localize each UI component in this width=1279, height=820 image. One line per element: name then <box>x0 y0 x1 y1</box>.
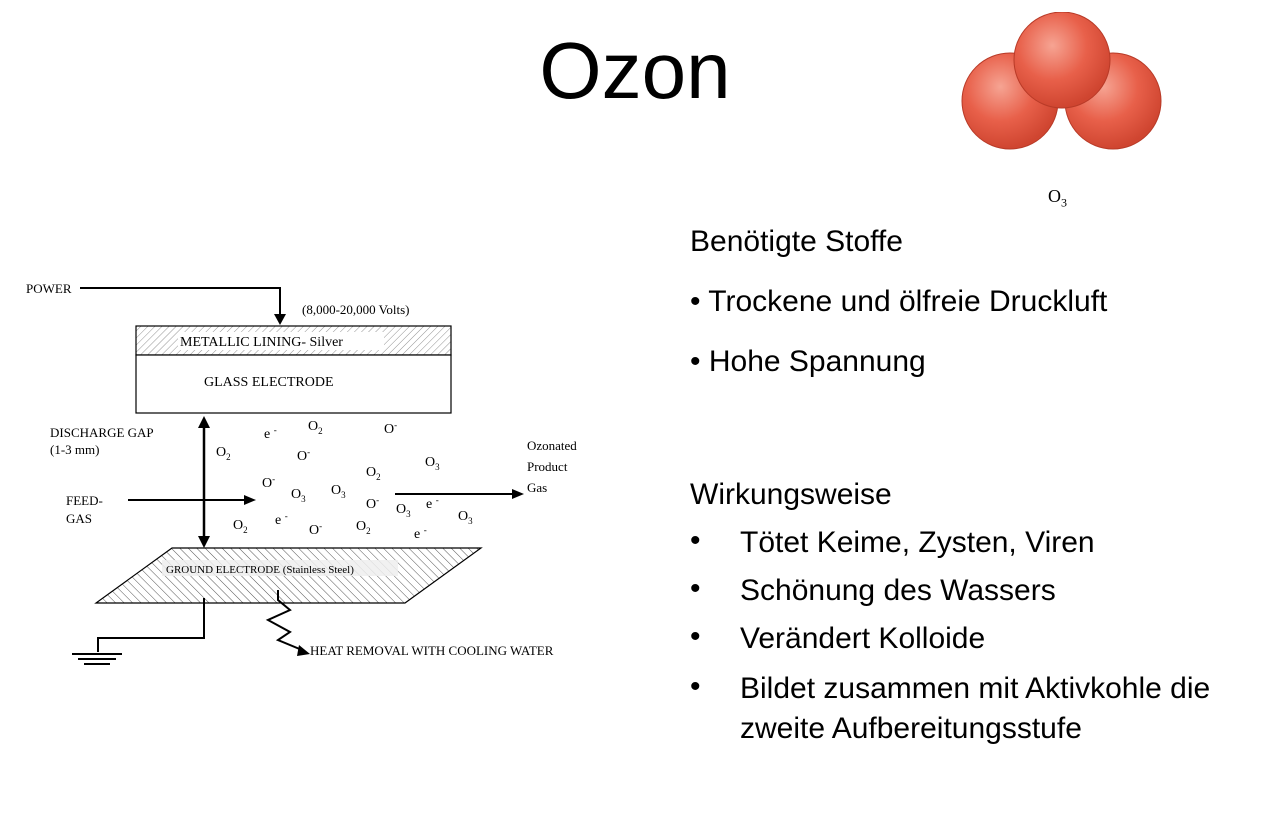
ozonated-label-2: Product <box>527 459 568 474</box>
list-item: Schönung des Wassers <box>740 574 1056 607</box>
list-item: Bildet zusammen mit Aktivkohle die <box>740 672 1211 705</box>
formula-subscript: 3 <box>1061 195 1067 210</box>
ozone-molecule-illustration <box>961 12 1162 150</box>
metallic-lining-label: METALLIC LINING- Silver <box>180 335 343 350</box>
discharge-gap-label: DISCHARGE GAP <box>50 425 154 440</box>
power-wire <box>80 287 281 320</box>
molecule-formula: O3 <box>1048 186 1067 211</box>
feed-gas-label-1: FEED- <box>66 493 103 508</box>
svg-text:O3: O3 <box>458 509 473 526</box>
svg-text:e -: e - <box>264 425 277 442</box>
svg-text:O2: O2 <box>308 419 323 436</box>
glass-electrode <box>135 354 452 414</box>
product-gas-arrowhead <box>512 489 524 499</box>
ozone-generator-diagram: POWER (8,000-20,000 Volts) METALLIC LINI… <box>26 281 577 665</box>
feed-gas-label-2: GAS <box>66 511 92 526</box>
ground-electrode-label-bg <box>162 560 398 576</box>
svg-text:O-: O- <box>297 447 310 464</box>
svg-text:e -: e - <box>414 525 427 542</box>
svg-text:O3: O3 <box>425 455 440 472</box>
svg-text:O3: O3 <box>331 483 346 500</box>
gap-size-label: (1-3 mm) <box>50 442 99 457</box>
bullet: • <box>690 670 701 703</box>
glass-electrode-label: GLASS ELECTRODE <box>204 375 334 390</box>
power-arrowhead <box>274 314 286 325</box>
ozonated-label-1: Ozonated <box>527 438 577 453</box>
svg-text:O3: O3 <box>396 502 411 519</box>
heat-removal-arrowhead <box>297 645 310 656</box>
oxygen-atom-top <box>1013 12 1111 109</box>
metallic-lining <box>135 325 452 356</box>
svg-text:O3: O3 <box>291 487 306 504</box>
heat-removal-wire <box>265 590 303 651</box>
svg-text:O2: O2 <box>356 519 371 536</box>
svg-text:O2: O2 <box>216 445 231 462</box>
slide-title: Ozon <box>539 26 731 115</box>
section1-item-1: • Trockene und ölfreie Druckluft <box>690 285 1108 318</box>
section1-heading: Benötigte Stoffe <box>690 225 903 258</box>
metallic-lining-label-bg <box>178 332 384 350</box>
section1-item-2: • Hohe Spannung <box>690 345 926 378</box>
ground-wire <box>97 598 205 652</box>
bullet: • <box>690 572 701 605</box>
voltage-label: (8,000-20,000 Volts) <box>302 302 410 317</box>
svg-text:O2: O2 <box>366 465 381 482</box>
section2-heading: Wirkungsweise <box>690 478 892 511</box>
svg-text:O-: O- <box>262 474 275 491</box>
ground-electrode-label: GROUND ELECTRODE (Stainless Steel) <box>166 564 354 576</box>
ozonated-label-3: Gas <box>527 480 547 495</box>
heat-removal-label: HEAT REMOVAL WITH COOLING WATER <box>310 643 554 658</box>
bullet: • <box>690 524 701 557</box>
list-item-continued: zweite Aufbereitungsstufe <box>740 712 1082 745</box>
power-label: POWER <box>26 281 72 296</box>
list-item: Verändert Kolloide <box>740 622 986 655</box>
gap-molecules: e - O2 O- O2 O- O2 O3 O- O3 O3 O- O3 e -… <box>216 419 473 542</box>
svg-text:O-: O- <box>384 420 397 437</box>
svg-text:O-: O- <box>366 495 379 512</box>
svg-text:O2: O2 <box>233 518 248 535</box>
gap-arrow-up <box>198 416 210 428</box>
list-item: Tötet Keime, Zysten, Viren <box>740 526 1095 559</box>
svg-text:O-: O- <box>309 521 322 538</box>
feed-gas-arrowhead <box>244 495 256 505</box>
svg-text:e -: e - <box>426 495 439 512</box>
bullet: • <box>690 620 701 653</box>
formula-symbol: O <box>1048 186 1061 206</box>
svg-text:e -: e - <box>275 511 288 528</box>
gap-arrow-down <box>198 536 210 548</box>
